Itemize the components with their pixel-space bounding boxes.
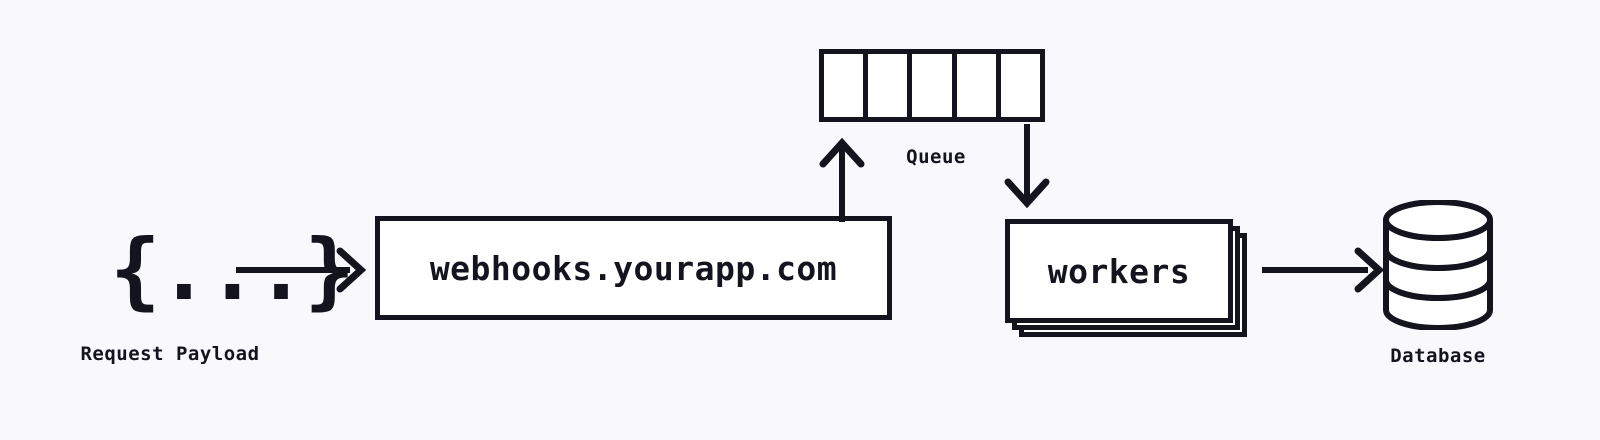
queue-cell xyxy=(1000,54,1041,117)
arrow-endpoint-to-queue xyxy=(819,137,865,222)
queue-box[interactable] xyxy=(819,49,1045,122)
json-braces-icon: {...} xyxy=(110,221,355,319)
endpoint-label: webhooks.yourapp.com xyxy=(429,248,838,288)
arrow-workers-to-database xyxy=(1262,247,1385,293)
queue-cell xyxy=(824,54,869,117)
workers-card-front[interactable]: workers xyxy=(1005,219,1233,323)
arrow-payload-to-endpoint xyxy=(236,247,367,293)
queue-label: Queue xyxy=(906,146,966,168)
queue-cell xyxy=(868,54,913,117)
database-icon xyxy=(1383,200,1493,330)
queue-cell xyxy=(956,54,1001,117)
payload-label: Request Payload xyxy=(80,343,260,365)
database-label: Database xyxy=(1390,345,1486,367)
workers-label: workers xyxy=(1047,251,1191,291)
workers-stack[interactable]: workers xyxy=(1005,219,1250,337)
arrow-queue-to-workers xyxy=(1004,124,1050,209)
endpoint-box[interactable]: webhooks.yourapp.com xyxy=(375,216,892,320)
queue-cell xyxy=(912,54,957,117)
